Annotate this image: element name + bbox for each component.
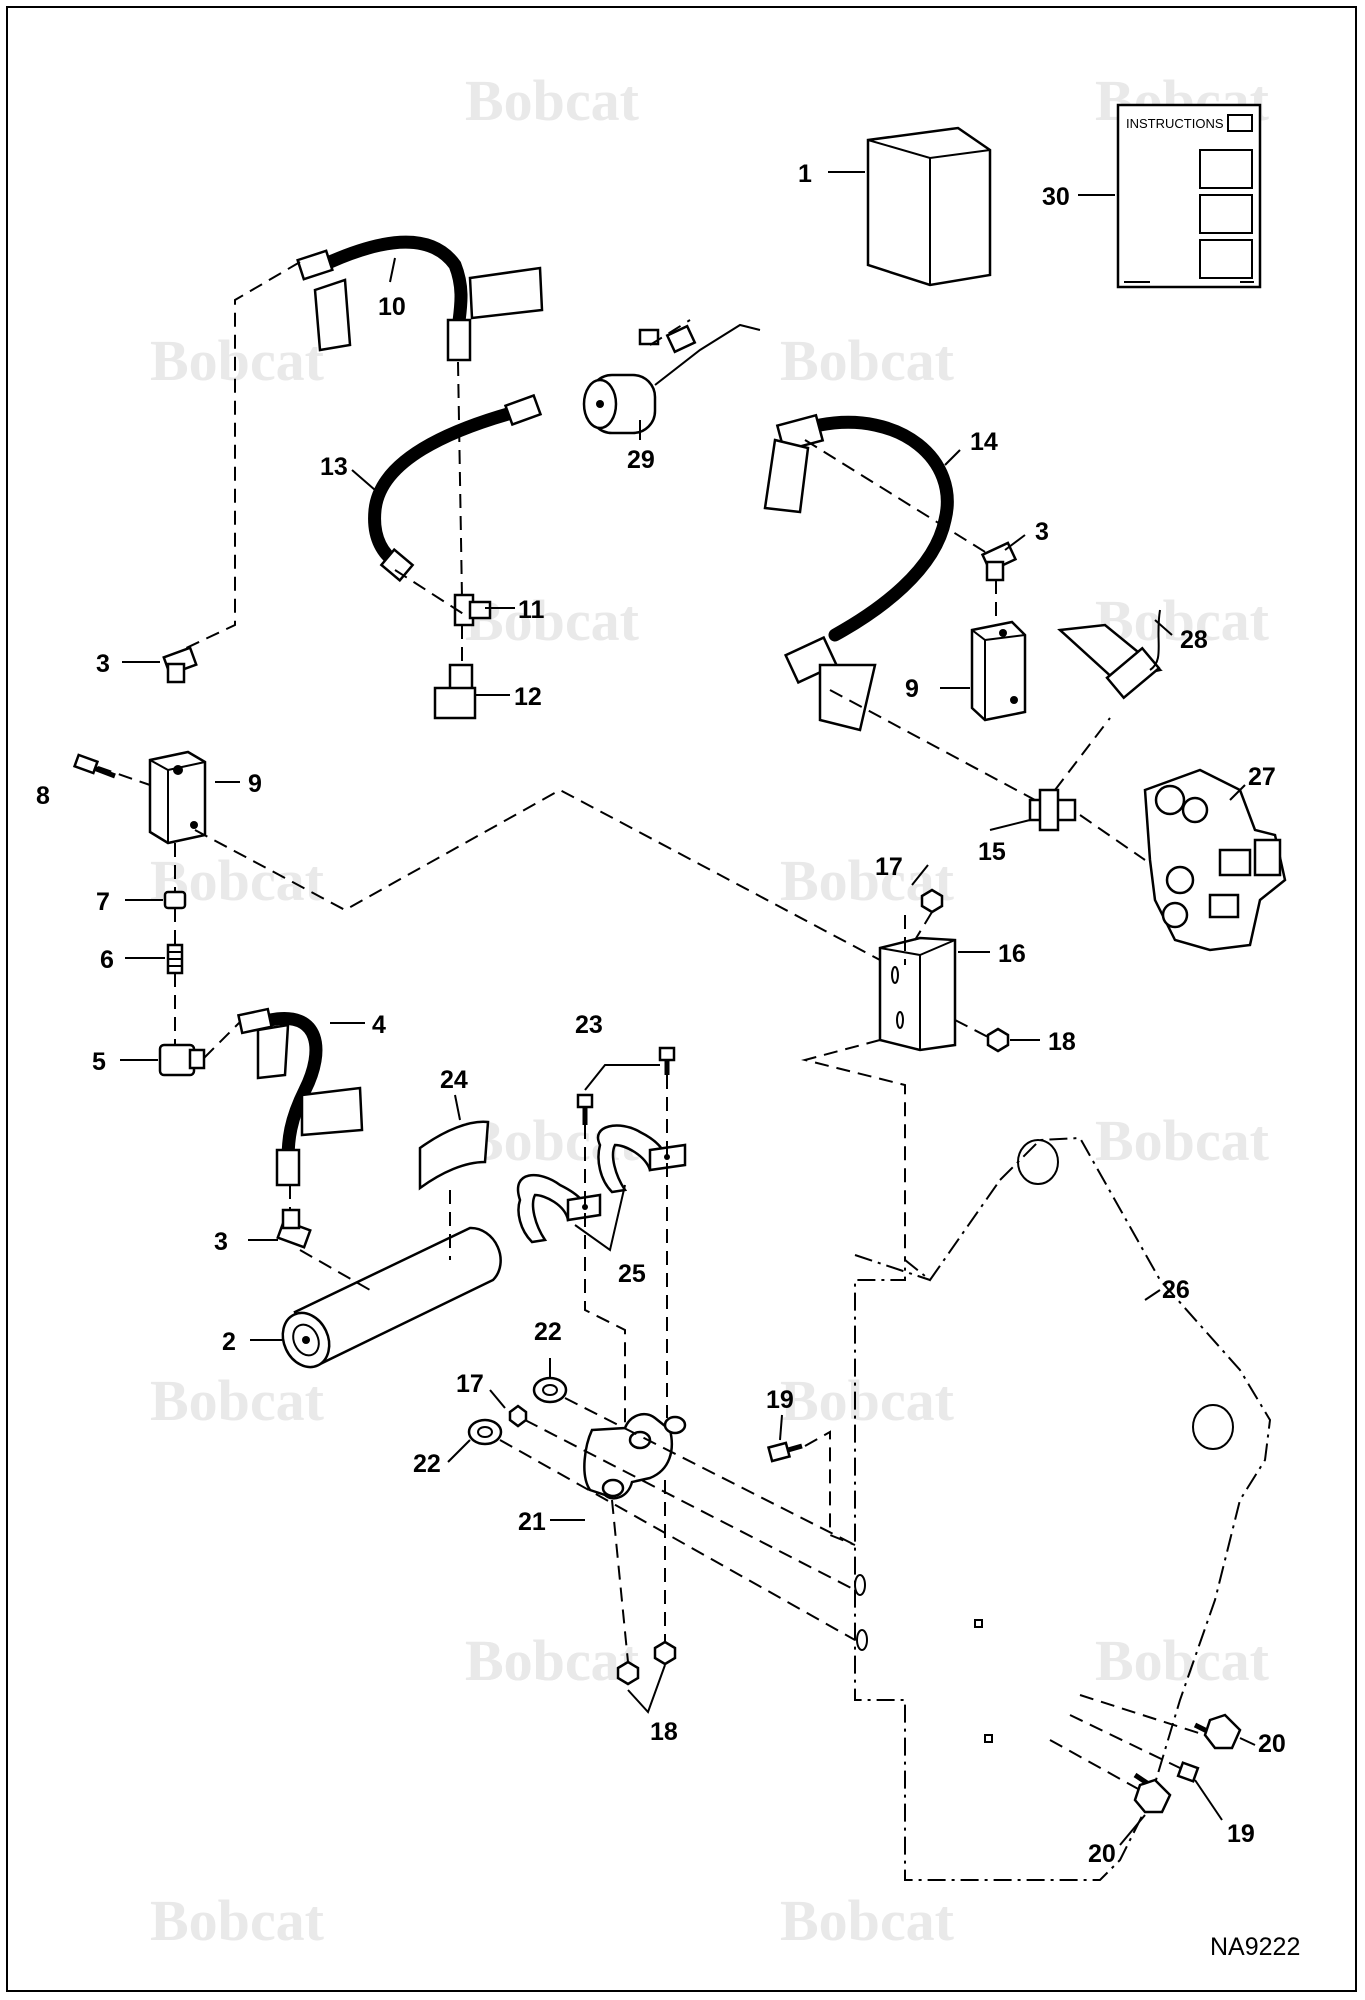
part-bracket-16 <box>878 936 957 1052</box>
part-accumulator-2 <box>281 1226 502 1369</box>
callout-30: 30 <box>1042 183 1070 211</box>
part-washer-22-lower <box>467 1418 503 1446</box>
part-elbow-3-right <box>980 541 1018 582</box>
callout-3: 3 <box>214 1228 228 1256</box>
callout-16: 16 <box>998 940 1026 968</box>
watermarks: Bobcat Bobcat Bobcat Bobcat Bobcat Bobca… <box>150 68 1270 1953</box>
part-bolt-20-upper <box>1193 1713 1242 1750</box>
callout-7: 7 <box>96 888 110 916</box>
callout-19: 19 <box>1227 1820 1255 1848</box>
watermark-text: Bobcat <box>780 1888 955 1953</box>
part-solenoid-29 <box>582 323 761 435</box>
callout-27: 27 <box>1248 763 1276 791</box>
callout-1: 1 <box>798 160 812 188</box>
watermark-text: Bobcat <box>1095 1628 1270 1693</box>
watermark-text: Bobcat <box>465 1628 640 1693</box>
callout-4: 4 <box>372 1011 386 1039</box>
callout-11: 11 <box>518 596 545 624</box>
part-clamp-25-b <box>596 1124 687 1194</box>
watermark-text: Bobcat <box>150 1888 325 1953</box>
part-clamp-25-a <box>516 1173 602 1244</box>
part-fitting-12 <box>433 663 477 720</box>
instructions-title: INSTRUCTIONS <box>1126 116 1224 131</box>
watermark-text: Bobcat <box>1095 1108 1270 1173</box>
leader-lines <box>120 171 1256 1846</box>
part-bracket-21 <box>583 1412 687 1500</box>
callout-25: 25 <box>618 1260 646 1288</box>
part-hose-14 <box>763 413 954 732</box>
callout-18: 18 <box>650 1718 678 1746</box>
callout-9: 9 <box>248 770 262 798</box>
part-nut-17-upper <box>920 888 944 914</box>
part-nut-18-upper <box>986 1027 1010 1053</box>
callout-2: 2 <box>222 1328 236 1356</box>
callout-19: 19 <box>766 1386 794 1414</box>
callout-22: 22 <box>534 1318 562 1346</box>
callout-20: 20 <box>1088 1840 1116 1868</box>
callout-13: 13 <box>320 453 348 481</box>
watermark-text: Bobcat <box>150 328 325 393</box>
watermark-text: Bobcat <box>780 328 955 393</box>
part-valve-9-left <box>148 750 207 845</box>
callout-24: 24 <box>440 1066 468 1094</box>
part-hose-13 <box>368 393 543 583</box>
callout-17: 17 <box>456 1370 484 1398</box>
part-harness-28 <box>1057 609 1163 700</box>
part-hose-10 <box>296 235 544 362</box>
callout-29: 29 <box>627 446 655 474</box>
callout-15: 15 <box>978 838 1006 866</box>
part-hose-4 <box>236 1007 364 1187</box>
part-instructions-sheet: INSTRUCTIONS <box>1116 103 1262 289</box>
connection-lines <box>97 261 1206 1791</box>
part-frame-plate-26 <box>854 1136 1272 1881</box>
callout-5: 5 <box>92 1048 106 1076</box>
part-pad-24 <box>418 1120 490 1191</box>
part-bolt-19-upper <box>766 1441 803 1463</box>
watermark-text: Bobcat <box>780 1368 955 1433</box>
part-bolt-20-lower <box>1133 1772 1172 1814</box>
callout-6: 6 <box>100 946 114 974</box>
callout-14: 14 <box>970 428 998 456</box>
callout-3: 3 <box>96 650 110 678</box>
drawing-code: NA9222 <box>1210 1933 1300 1961</box>
watermark-text: Bobcat <box>465 588 640 653</box>
part-control-valve-27 <box>1143 768 1287 952</box>
callout-20: 20 <box>1258 1730 1286 1758</box>
part-valve-9-right <box>970 620 1027 722</box>
callouts: 1 30 10 13 29 14 3 28 9 27 15 3 11 12 8 … <box>36 160 1286 1868</box>
part-plug-7 <box>163 890 187 910</box>
part-bolt-19-lower <box>1176 1761 1200 1783</box>
watermark-text: Bobcat <box>150 1368 325 1433</box>
callout-23: 23 <box>575 1011 603 1039</box>
callout-18: 18 <box>1048 1028 1076 1056</box>
part-bolt-23 <box>576 1046 676 1125</box>
callout-9: 9 <box>905 675 919 703</box>
callout-3: 3 <box>1035 518 1049 546</box>
watermark-text: Bobcat <box>465 68 640 133</box>
callout-10: 10 <box>378 293 406 321</box>
callout-28: 28 <box>1180 626 1208 654</box>
part-tee-15 <box>1028 788 1077 832</box>
callout-26: 26 <box>1162 1276 1190 1304</box>
callout-21: 21 <box>518 1508 546 1536</box>
part-tee-11 <box>453 593 492 627</box>
part-bolt-8 <box>72 753 116 779</box>
part-fitting-5 <box>158 1043 206 1077</box>
part-elbow-3-left-top <box>162 646 198 684</box>
callout-22: 22 <box>413 1450 441 1478</box>
part-nut-17-lower <box>508 1404 528 1428</box>
callout-8: 8 <box>36 782 50 810</box>
part-spring-6 <box>166 943 184 975</box>
part-box-kit <box>866 126 992 287</box>
callout-12: 12 <box>514 683 542 711</box>
watermark-text: Bobcat <box>465 1628 640 1693</box>
part-nut-18-lower <box>616 1640 677 1686</box>
part-elbow-3-left-bottom <box>276 1208 312 1249</box>
callout-17: 17 <box>875 853 903 881</box>
part-washer-22-upper <box>532 1376 568 1404</box>
